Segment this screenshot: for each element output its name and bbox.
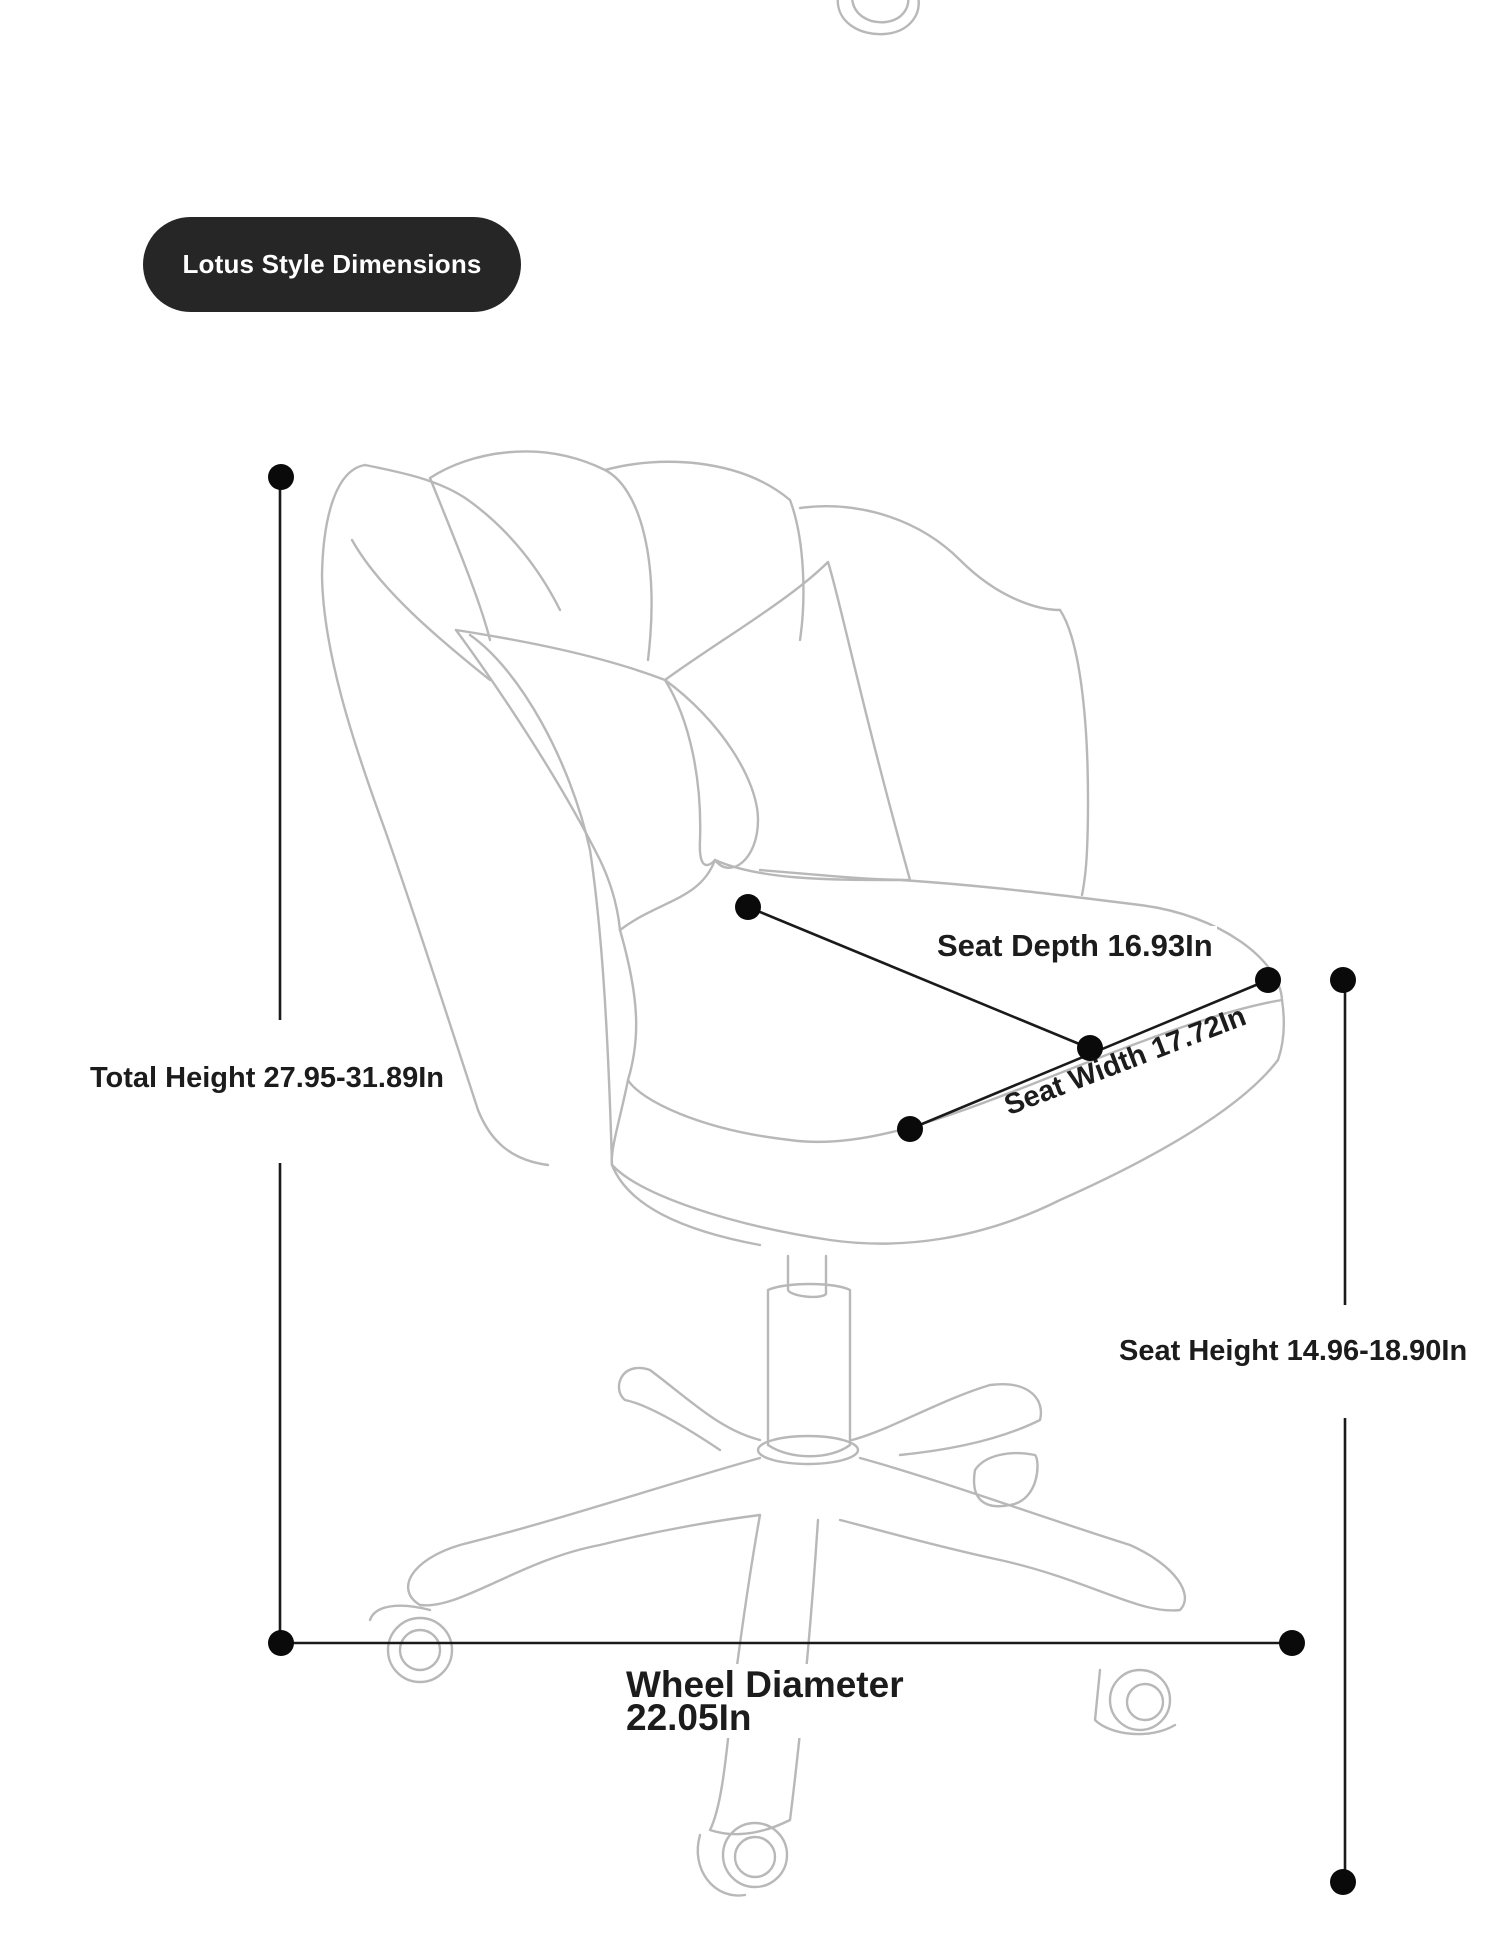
caster-left [386, 1616, 454, 1684]
base-leg-back-right [850, 1383, 1043, 1457]
seat-width-end-marker [1255, 967, 1281, 993]
seat-depth-end-marker [1077, 1035, 1103, 1061]
caster-back-right [972, 1451, 1039, 1508]
top-wheel-fragment [836, 0, 920, 36]
seat-depth-label: Seat Depth 16.93In [933, 926, 1217, 966]
wheel-diameter-right-marker [1279, 1630, 1305, 1656]
seat-height-bottom-marker [1330, 1869, 1356, 1895]
backrest-center-petal [428, 450, 653, 662]
seat-cushion [713, 858, 1284, 1002]
seat-width-start-marker [897, 1116, 923, 1142]
backrest-right-petal [1058, 608, 1090, 897]
base-leg-front-right [838, 1456, 1186, 1612]
backrest-left-petal [320, 463, 550, 1167]
caster-right [1108, 1668, 1172, 1732]
title-badge: Lotus Style Dimensions [143, 217, 521, 312]
title-badge-text: Lotus Style Dimensions [182, 249, 482, 279]
base-leg-front-left [407, 1456, 762, 1607]
base-leg-back-left [617, 1366, 762, 1452]
seat-depth-start-marker [735, 894, 761, 920]
gas-cylinder [786, 1254, 828, 1299]
seat-height-top-marker [1330, 967, 1356, 993]
seat-depth-line [747, 905, 1090, 1050]
wheel-diameter-label-line2: 22.05In [626, 1697, 752, 1738]
lumbar-pillow [454, 628, 760, 932]
seat-height-label: Seat Height 14.96-18.90In [1115, 1333, 1472, 1370]
total-height-top-marker [268, 464, 294, 490]
total-height-label: Total Height 27.95-31.89In [86, 1060, 449, 1097]
caster-front [721, 1821, 789, 1889]
total-height-bottom-marker [268, 1630, 294, 1656]
wheel-diameter-label: Wheel Diameter 22.05In [624, 1664, 910, 1738]
wheel-diameter-label-line1: Wheel Diameter [626, 1664, 904, 1705]
